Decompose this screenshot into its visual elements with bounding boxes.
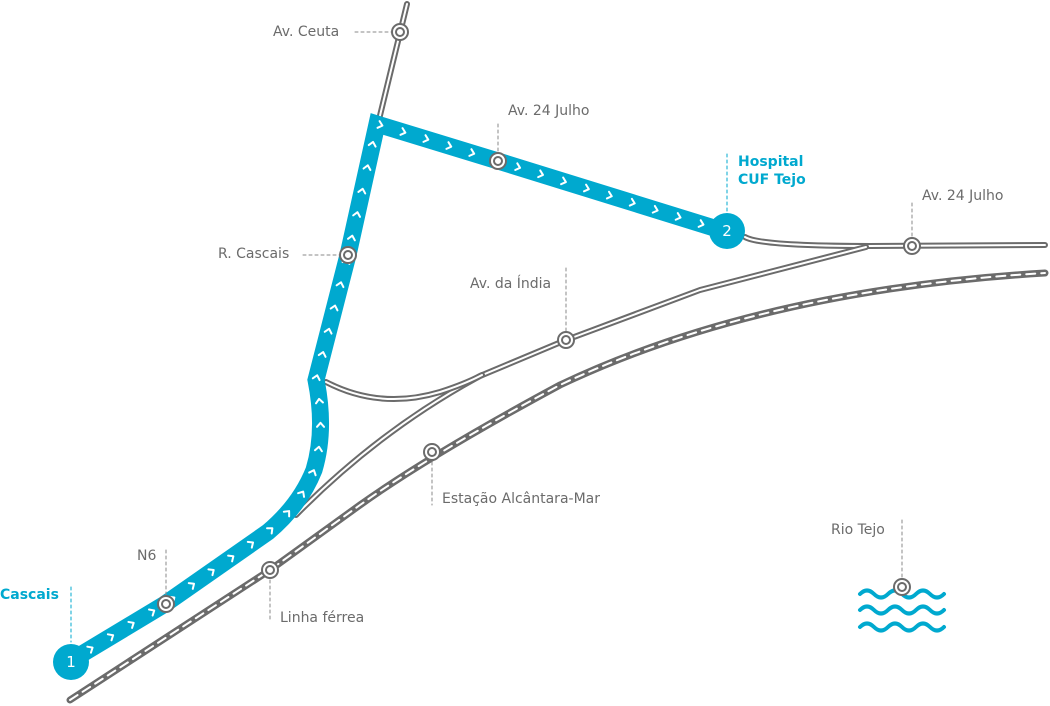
label-r-cascais: R. Cascais <box>218 246 290 262</box>
label-av-24-julho: Av. 24 Julho <box>508 103 590 119</box>
chevron-icon <box>282 510 291 518</box>
label-rio-tejo: Rio Tejo <box>831 522 885 538</box>
chevron-icon <box>207 568 215 577</box>
chevron-icon <box>445 141 453 150</box>
chevron-icon <box>323 327 333 335</box>
chevron-icon <box>422 134 430 143</box>
chevron-icon <box>335 281 345 289</box>
label-av-ceuta: Av. Ceuta <box>273 24 340 40</box>
chevron-icon <box>357 187 367 195</box>
chevron-icon <box>514 162 522 172</box>
chevron-icon <box>399 127 407 136</box>
station-marker-icon <box>157 595 175 613</box>
chevron-icon <box>367 140 377 148</box>
chevron-icon <box>651 204 659 214</box>
chevron-icon <box>352 211 362 218</box>
chevron-icon <box>86 645 94 654</box>
label-hospital-line2: CUF Tejo <box>738 172 806 188</box>
chevron-icon <box>605 190 613 200</box>
station-marker-icon <box>903 237 921 255</box>
chevron-icon <box>560 176 567 186</box>
label-linha-ferrea: Linha férrea <box>280 610 365 626</box>
start-marker: 1 <box>53 644 89 680</box>
chevron-icon <box>537 169 544 179</box>
chevron-icon <box>628 197 636 207</box>
chevron-icon <box>697 219 705 228</box>
label-av-india: Av. da Índia <box>470 276 552 292</box>
chevron-icon <box>362 164 372 172</box>
chevron-icon <box>148 608 156 617</box>
chevron-icon <box>316 421 326 428</box>
end-marker: 2 <box>709 213 745 249</box>
chevron-icon <box>297 490 306 498</box>
chevron-icon <box>468 148 476 157</box>
label-cascais: Cascais <box>0 587 59 603</box>
label-n6: N6 <box>137 548 157 564</box>
station-marker-icon <box>391 23 409 41</box>
river-waves-icon <box>858 588 946 633</box>
chevron-icon <box>582 183 590 193</box>
chevron-icon <box>227 554 235 563</box>
chevron-icon <box>246 540 255 549</box>
chevron-icon <box>187 582 196 590</box>
label-hospital: Hospital CUF Tejo <box>738 153 806 189</box>
chevron-icon <box>266 527 274 535</box>
chevron-icon <box>347 234 356 242</box>
chevron-icon <box>674 212 682 221</box>
chevron-icon <box>329 304 339 312</box>
label-estacao-alcantara: Estação Alcântara-Mar <box>442 491 600 507</box>
label-av-24-julho-east: Av. 24 Julho <box>922 188 1004 204</box>
chevron-icon <box>127 620 135 629</box>
chevron-icon <box>106 633 115 642</box>
chevron-icon <box>317 351 327 358</box>
chevron-icon <box>376 120 384 129</box>
station-marker-icon <box>423 443 441 461</box>
station-marker-icon <box>339 246 357 264</box>
route-direction-chevrons <box>86 120 705 654</box>
chevron-icon <box>308 469 317 477</box>
chevron-icon <box>313 445 323 453</box>
station-marker-icon <box>261 561 279 579</box>
label-hospital-line1: Hospital <box>738 154 804 170</box>
leader-lines <box>70 31 913 643</box>
station-marker-icon <box>489 152 507 170</box>
chevron-icon <box>311 374 321 382</box>
station-marker-icon <box>893 578 911 596</box>
roads <box>293 1 1048 518</box>
route-path <box>67 113 730 668</box>
railway <box>66 269 1049 704</box>
station-marker-icon <box>557 331 575 349</box>
chevron-icon <box>315 397 324 405</box>
stations <box>157 23 921 613</box>
